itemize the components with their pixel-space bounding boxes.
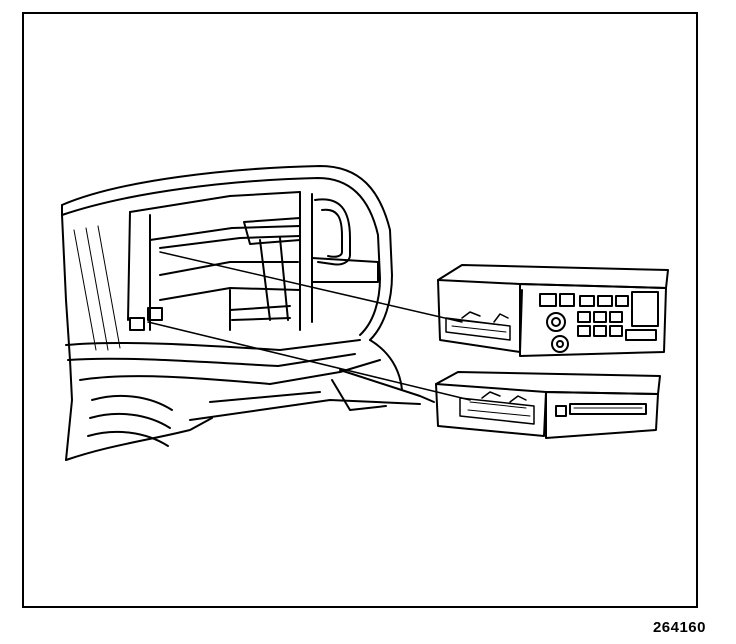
cassette-player-unit bbox=[435, 371, 661, 439]
figure-number: 264160 bbox=[652, 619, 706, 636]
knob-right bbox=[551, 335, 569, 353]
knob-left bbox=[546, 312, 566, 332]
illustration-frame bbox=[22, 12, 698, 608]
leader-line-cassette bbox=[147, 321, 471, 401]
instrument-panel bbox=[61, 165, 435, 461]
leader-line-radio bbox=[159, 251, 463, 323]
radio-receiver-unit bbox=[437, 264, 669, 357]
leader-lines bbox=[147, 251, 471, 401]
